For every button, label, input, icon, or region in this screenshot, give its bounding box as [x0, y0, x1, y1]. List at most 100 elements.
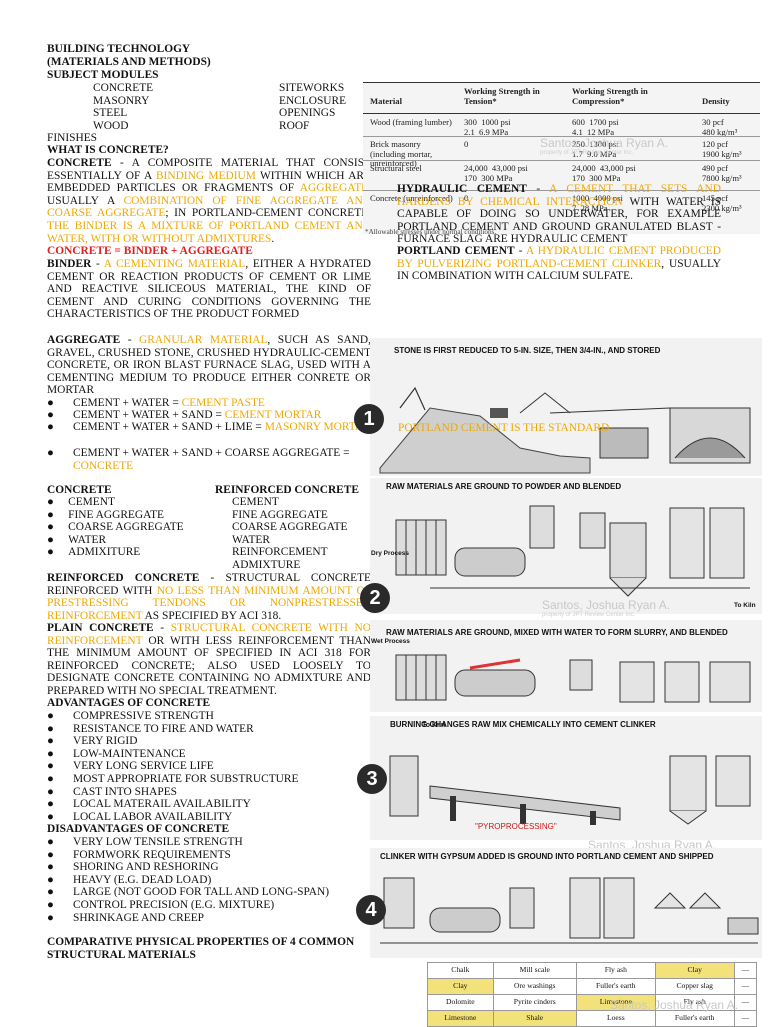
highlight: CEMENT MORTAR — [224, 409, 322, 421]
bullet-icon: ● — [47, 810, 54, 823]
figure-title: STONE IS FIRST REDUCED TO 5-IN. SIZE, TH… — [394, 346, 661, 355]
text: CEMENT — [68, 496, 115, 508]
list-item: FINE AGGREGATE — [232, 509, 328, 521]
highlight: A CEMENT THAT SETS AND HARDENS BY CHEMIC… — [397, 183, 722, 208]
process-figure-1: STONE IS FIRST REDUCED TO 5-IN. SIZE, TH… — [370, 338, 762, 476]
table-cell: 490 pcf 7800 kg/m³ — [702, 163, 742, 183]
table-cell: 250 1300 psi 1.7 9.0 MPa — [572, 139, 619, 159]
portland-cement-definition: PORTLAND CEMENT - A HYDRAULIC CEMENT PRO… — [397, 245, 721, 283]
bullet-icon: ● — [47, 747, 54, 760]
text: - — [120, 334, 140, 346]
list-item-text: CONTROL PRECISION (E.G. MIXTURE) — [73, 899, 275, 911]
highlight: STRUCTURAL CONCRETE WITH NO REINFORCEMEN… — [47, 622, 371, 647]
list-item: ●HEAVY (E.G. DEAD LOAD) — [47, 874, 371, 887]
list-item: ● ADMIXITURE — [47, 546, 141, 558]
table-row-divider — [363, 136, 760, 137]
module-item: STEEL — [93, 107, 128, 119]
text: WITHIN WHICH ARE EMBEDDED PARTICLES OR F… — [47, 169, 371, 195]
table-cell: 300 1000 psi 2.1 6.9 MPa — [464, 117, 511, 137]
text: - — [526, 183, 550, 195]
text: , USUALLY IN COMBINATION WITH CALCIUM SU… — [397, 257, 721, 283]
list-item: ● WATER — [47, 534, 107, 546]
watermark: Santos, Joshua Ryan A. — [610, 998, 738, 1012]
term: CONCRETE — [47, 157, 112, 169]
table-cell: 24,000 43,000 psi 170 300 MPa — [464, 163, 528, 183]
highlight: CONCRETE — [73, 459, 134, 472]
table-cell: Clay — [654, 962, 735, 979]
watermark: Santos, Joshua Ryan A.property of JPT Re… — [540, 136, 668, 156]
figure-title: RAW MATERIALS ARE GROUND, MIXED WITH WAT… — [386, 628, 728, 637]
table-cell: Dolomite — [427, 994, 494, 1011]
table-cell: Copper slag — [654, 978, 735, 995]
bullet-icon: ● — [47, 848, 54, 861]
table-cell: 145 pcf 2300 kg/m³ — [702, 193, 742, 213]
process-figure-3: BURNING CHANGES RAW MIX CHEMICALLY INTO … — [370, 716, 762, 840]
module-item: MASONRY — [93, 95, 150, 107]
text: - — [514, 245, 526, 257]
bullet-icon: ● — [47, 836, 54, 848]
text: , EITHER A HYDRATED CEMENT OR REACTION P… — [47, 258, 371, 321]
portland-standard-note: PORTLAND CEMENT IS THE STANDARD — [398, 422, 610, 434]
table-cell: Limestone — [427, 1010, 494, 1027]
module-item: WOOD — [93, 120, 129, 132]
table-cell: Concrete (unreinforced) — [370, 193, 453, 203]
list-item: ● CEMENT — [47, 496, 115, 508]
highlight: AGGREGATE — [299, 182, 369, 195]
list-item: ADMIXTURE — [232, 559, 301, 571]
module-item: FINISHES — [47, 132, 98, 144]
table-cell: 120 pcf 1900 kg/m³ — [702, 139, 742, 159]
bullet-icon: ● — [47, 785, 54, 798]
step-badge-1: 1 — [354, 404, 384, 434]
table-cell: — — [733, 1010, 758, 1027]
list-item-text: LARGE (NOT GOOD FOR TALL AND LONG-SPAN) — [73, 886, 330, 899]
table-cell: Chalk — [427, 962, 494, 979]
reinforced-concrete-definition: REINFORCED CONCRETE - STRUCTURAL CONCRET… — [47, 572, 371, 622]
text: . — [271, 232, 275, 245]
table-header-cell: Working Strength in Tension* — [464, 86, 540, 106]
disadvantages-heading: DISADVANTAGES OF CONCRETE — [47, 823, 230, 835]
table-row-divider — [363, 160, 760, 161]
list-item: ●LOCAL LABOR AVAILABILITY — [47, 811, 371, 824]
quarry-illustration — [379, 386, 751, 474]
text: - A COMPOSITE MATERIAL THAT CONSIST ESSE… — [47, 157, 371, 182]
table-cell: 30 pcf 480 kg/m³ — [702, 117, 738, 137]
text: WITH WATER IS CAPABLE OF DOING SO UNDERW… — [397, 195, 721, 246]
list-item: ●CEMENT + WATER + SAND = CEMENT MORTAR — [47, 409, 322, 421]
list-item-text: SHORING AND RESHORING — [73, 861, 219, 874]
text: - — [153, 622, 171, 634]
table-cell: Brick masonry (including mortar, unreinf… — [370, 139, 435, 169]
table-row-divider — [363, 190, 760, 191]
text: AS SPECIFIED BY ACI 318. — [142, 609, 282, 622]
concrete-equation: CONCRETE = BINDER + AGGREGATE — [47, 245, 253, 257]
table-cell: Ore washings — [492, 978, 577, 995]
table-cell: 0 — [464, 193, 469, 203]
figure-title: BURNING CHANGES RAW MIX CHEMICALLY INTO … — [390, 720, 656, 729]
table-cell: Shale — [492, 1010, 577, 1027]
figure-title: RAW MATERIALS ARE GROUND TO POWDER AND B… — [386, 482, 622, 491]
highlight: THE BINDER IS A MIXTURE OF PORTLAND CEME… — [47, 219, 371, 245]
plain-concrete-definition: PLAIN CONCRETE - STRUCTURAL CONCRETE WIT… — [47, 622, 371, 698]
bullet-icon: ● — [47, 710, 54, 722]
text: OR WITH LESS REINFORCEMENT THAN THE MINI… — [47, 634, 371, 697]
text: , SUCH AS SAND, GRAVEL, CRUSHED STONE, C… — [47, 334, 371, 397]
list-item: ●CEMENT + WATER + SAND + LIME = MASONRY … — [47, 421, 371, 433]
list-item: ●COMPRESSIVE STRENGTH — [47, 710, 371, 723]
list-item: ●SHORING AND RESHORING — [47, 861, 371, 874]
strength-table: Material Working Strength in Tension* Wo… — [363, 82, 760, 236]
figure-title: CLINKER WITH GYPSUM ADDED IS GROUND INTO… — [380, 852, 714, 861]
text: - STRUCTURAL CONCRETE REINFORCED WITH — [47, 572, 371, 597]
advantages-heading: ADVANTAGES OF CONCRETE — [47, 697, 211, 709]
process-figure-2: RAW MATERIALS ARE GROUND TO POWDER AND B… — [370, 478, 762, 618]
highlight: CEMENT PASTE — [181, 397, 265, 409]
doc-subtitle: (MATERIALS AND METHODS) — [47, 56, 211, 68]
list-item: ●VERY LOW TENSILE STRENGTH — [47, 836, 371, 849]
list-item-text: VERY RIGID — [73, 735, 138, 748]
highlight: A HYDRAULIC CEMENT PRODUCED BY PULVERIZI… — [397, 245, 721, 270]
list-item-text: MOST APPROPRIATE FOR SUBSTRUCTURE — [73, 773, 299, 785]
grinding-illustration — [395, 505, 750, 597]
highlight: MASONRY MORTAR — [264, 421, 371, 433]
to-kiln-label: To Kiln — [734, 602, 756, 609]
module-item: ROOF — [279, 120, 310, 132]
